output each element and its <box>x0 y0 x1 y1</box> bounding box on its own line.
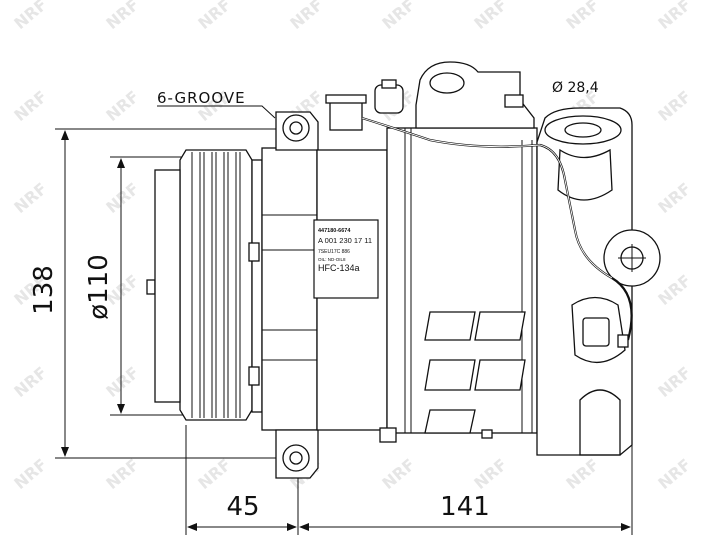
watermark-logo: NRF <box>654 0 694 33</box>
watermark-logo: NRF <box>102 455 142 493</box>
watermark-logo: NRF <box>654 363 694 401</box>
watermark-logo: NRF <box>10 363 50 401</box>
watermark-logo: NRF <box>102 87 142 125</box>
watermark-logo: NRF <box>654 87 694 125</box>
watermark-logo: NRF <box>378 0 418 33</box>
watermark-logo: NRF <box>102 0 142 33</box>
watermark-logo: NRF <box>10 179 50 217</box>
watermark-logo: NRF <box>562 0 602 33</box>
watermark-logo: NRF <box>562 455 602 493</box>
watermark-logo: NRF <box>654 455 694 493</box>
front-housing <box>248 111 319 479</box>
compressor-body <box>316 61 661 456</box>
watermark-logo: NRF <box>470 455 510 493</box>
watermark-logo: NRF <box>10 0 50 33</box>
watermark-logo: NRF <box>194 455 234 493</box>
electrical-connector <box>325 79 633 363</box>
label-plate: 447180-6674 A 001 230 17 11 7SEU17C 886 … <box>313 219 379 299</box>
watermark-logo: NRF <box>654 179 694 217</box>
watermark-logo: NRF <box>102 179 142 217</box>
groove-label: 6-GROOVE <box>157 89 246 107</box>
plate-line-3: 7SEU17C 886 <box>318 249 350 255</box>
dimension-lines <box>55 105 633 535</box>
pulley-diameter-dimension: ø110 <box>84 254 114 320</box>
plate-line-4: OIL: ND-OIL8 <box>318 257 346 262</box>
height-dimension: 138 <box>29 265 59 315</box>
port-diameter-label: Ø 28,4 <box>552 80 599 96</box>
watermark-logo: NRF <box>194 0 234 33</box>
pulley-depth-dimension: 45 <box>226 492 259 522</box>
pulley <box>146 149 263 421</box>
watermark-logo: NRF <box>286 0 326 33</box>
body-length-dimension: 141 <box>440 492 490 522</box>
plate-line-2: A 001 230 17 11 <box>318 236 372 245</box>
plate-line-5: HFC-134a <box>318 263 360 273</box>
watermark-logo: NRF <box>102 363 142 401</box>
watermark-logo: NRF <box>470 0 510 33</box>
plate-line-1: 447180-6674 <box>318 228 351 234</box>
watermark-logo: NRF <box>654 271 694 309</box>
watermark-logo: NRF <box>10 455 50 493</box>
watermark-logo: NRF <box>10 87 50 125</box>
watermark-logo: NRF <box>378 455 418 493</box>
